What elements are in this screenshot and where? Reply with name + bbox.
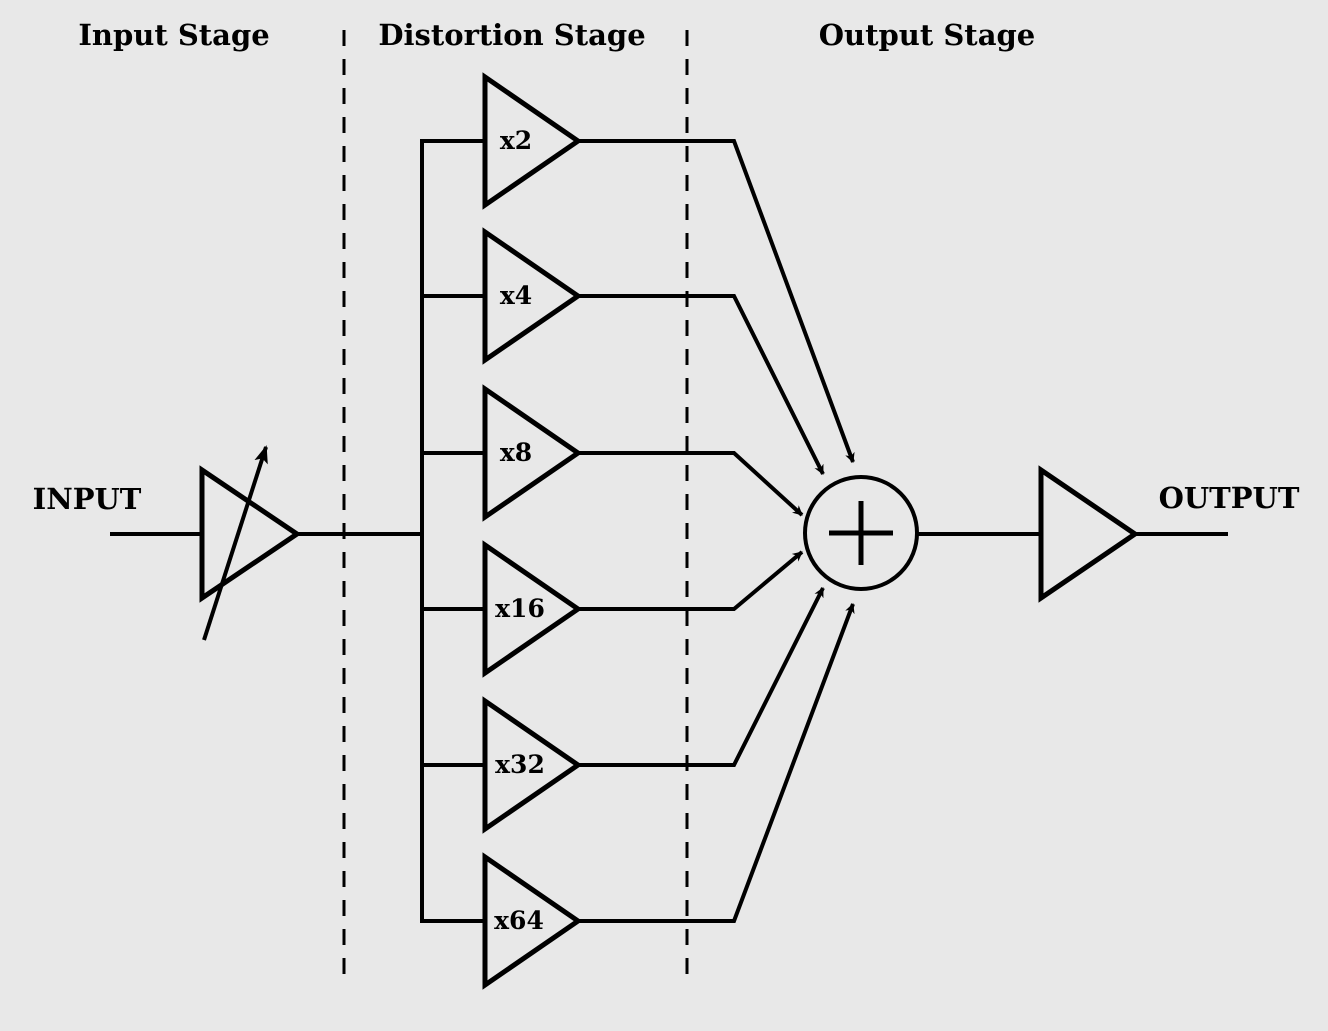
amplifier-x16-icon — [482, 540, 583, 678]
gain-label-x2: x2 — [500, 126, 532, 155]
output-label: OUTPUT — [1159, 481, 1300, 515]
amplifier-x4-icon — [482, 227, 583, 365]
variable-gain-amplifier-icon — [199, 445, 302, 641]
amplifier-x2-icon — [482, 72, 583, 210]
input-stage-title: Input Stage — [78, 18, 269, 52]
output-amplifier-icon — [1038, 465, 1140, 603]
amplifier-x64-icon — [482, 852, 583, 990]
gain-label-x16: x16 — [495, 594, 545, 623]
gain-label-x64: x64 — [494, 906, 544, 935]
gain-label-x4: x4 — [500, 281, 532, 310]
output-stage-title: Output Stage — [819, 18, 1035, 52]
branch-output-wires — [578, 139, 855, 923]
summing-junction-icon — [803, 475, 919, 591]
gain-label-x8: x8 — [500, 438, 532, 467]
amplifier-x32-icon — [482, 696, 583, 834]
input-label: INPUT — [33, 482, 142, 516]
gain-label-x32: x32 — [495, 750, 545, 779]
distortion-stage-title: Distortion Stage — [378, 18, 645, 52]
branch-input-stubs — [420, 139, 485, 923]
amplifier-x8-icon — [482, 384, 583, 522]
branch-amplifiers — [482, 72, 583, 990]
